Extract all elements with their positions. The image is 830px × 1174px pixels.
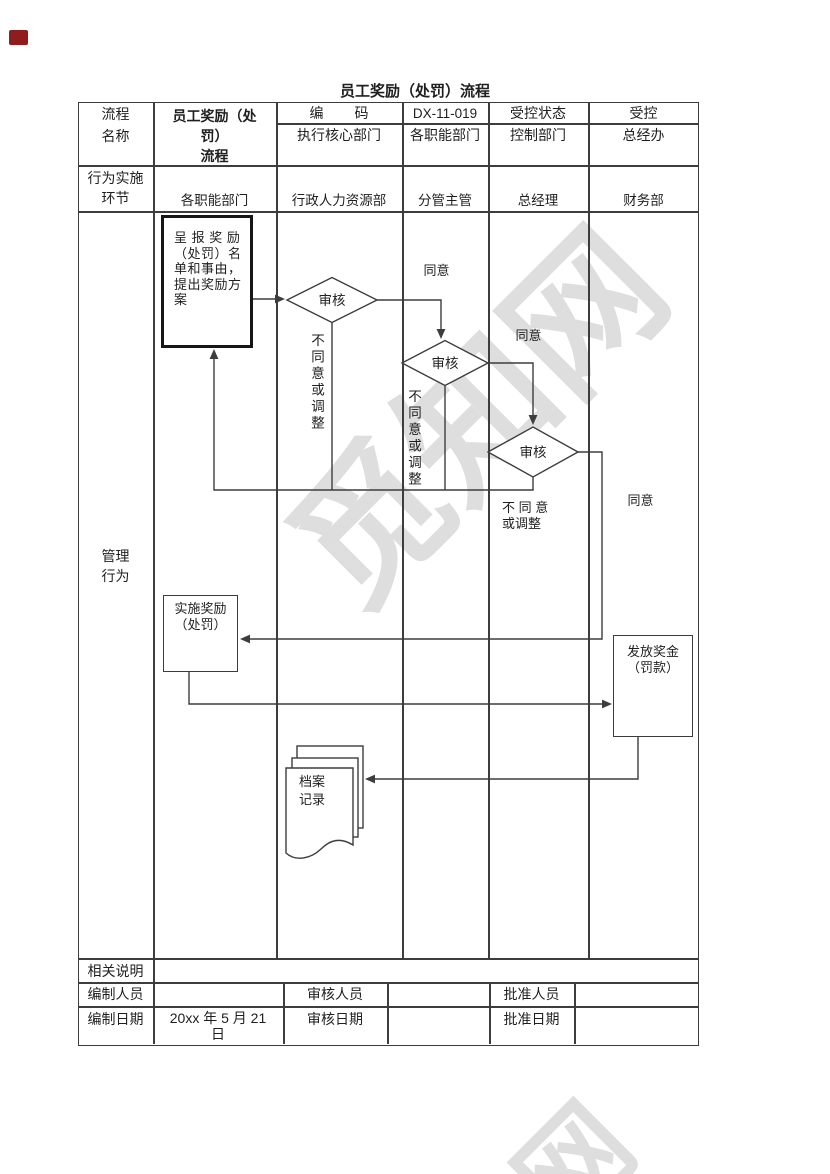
connector-implement-to-payout	[188, 672, 603, 705]
start-box: 呈 报 奖 励 （处罚）名 单和事由， 提出奖励方 案	[161, 215, 253, 348]
process-name-label: 流程 名称	[101, 106, 130, 144]
flow-row-label: 管理 行为	[101, 548, 130, 584]
lane-general-manager: 总经理	[517, 193, 559, 208]
arrowhead	[436, 329, 446, 339]
code-label: 编 码	[309, 105, 369, 121]
arrowhead	[602, 699, 612, 709]
disagree3-label: 不 同 意 或调整	[502, 500, 549, 531]
grid-line	[387, 982, 389, 1044]
connector-review3-to-implement	[249, 451, 603, 640]
control-dept-label: 控制部门	[510, 127, 566, 143]
arrowhead	[275, 294, 285, 304]
table-frame	[78, 102, 699, 1046]
prepared-by-label: 编制人员	[87, 986, 144, 1002]
review2-label: 审核	[431, 356, 459, 371]
lane-finance-dept: 财务部	[623, 193, 664, 208]
payout-box: 发放奖金 （罚款）	[613, 635, 693, 737]
agree3-label: 同意	[627, 493, 654, 508]
grid-line	[153, 102, 155, 1044]
review1-diamond	[285, 276, 379, 324]
archive-doc-label: 档案 记录	[299, 774, 326, 807]
disagree2-label: 不同意或调整	[406, 389, 421, 488]
review1-label: 审核	[318, 293, 346, 308]
connector-payout-to-archive	[374, 737, 639, 780]
core-exec-dept-label: 执行核心部门	[297, 127, 381, 143]
lane-hr-dept: 行政人力资源部	[291, 193, 387, 208]
approved-by-label: 批准人员	[503, 986, 560, 1002]
grid-line	[276, 102, 278, 958]
review3-label: 审核	[519, 445, 547, 460]
review2-diamond	[400, 339, 490, 387]
process-name-value: 员工奖励（处 罚） 流程	[172, 108, 257, 164]
arrowhead	[240, 634, 250, 644]
controlled-status-value: 受控	[629, 105, 658, 121]
core-exec-dept-value: 各职能部门	[410, 127, 480, 143]
grid-line	[78, 211, 699, 213]
grid-line	[488, 102, 490, 958]
disagree1-label: 不同意或调整	[309, 333, 324, 432]
agree2-label: 同意	[515, 328, 542, 343]
lane-row-label: 行为实施 环节	[87, 170, 144, 206]
prepared-date-value: 20xx 年 5 月 21 日	[169, 1010, 267, 1042]
agree1-label: 同意	[423, 263, 450, 278]
notes-label: 相关说明	[87, 963, 144, 979]
grid-line	[78, 958, 699, 960]
arrowhead	[365, 774, 375, 784]
page-title: 员工奖励（处罚）流程	[339, 83, 490, 100]
prepared-date-label: 编制日期	[87, 1011, 144, 1027]
grid-line	[276, 123, 699, 125]
connector-feedback-line	[213, 358, 534, 491]
reviewed-by-label: 审核人员	[307, 986, 363, 1002]
approved-date-label: 批准日期	[503, 1011, 560, 1027]
implement-box: 实施奖励 （处罚）	[163, 595, 238, 672]
lane-functional-depts: 各职能部门	[180, 193, 249, 208]
code-value: DX-11-019	[412, 106, 478, 121]
grid-line	[588, 102, 590, 958]
brand-mark	[9, 30, 28, 45]
archive-page-front	[285, 767, 354, 859]
grid-line	[78, 165, 699, 167]
arrowhead	[209, 349, 219, 359]
grid-line	[574, 982, 576, 1044]
grid-line	[78, 1006, 699, 1008]
grid-line	[489, 982, 491, 1044]
connector-review2-to-review3	[488, 362, 534, 416]
controlled-status-label: 受控状态	[510, 105, 566, 121]
grid-line	[402, 102, 404, 958]
grid-line	[78, 982, 699, 984]
reviewed-date-label: 审核日期	[307, 1011, 363, 1027]
lane-supervisor: 分管主管	[418, 193, 472, 208]
arrowhead	[528, 415, 538, 425]
control-dept-value: 总经办	[622, 127, 665, 143]
grid-line	[283, 982, 285, 1044]
review3-diamond	[486, 426, 580, 478]
connector-review1-to-review2	[377, 299, 442, 330]
